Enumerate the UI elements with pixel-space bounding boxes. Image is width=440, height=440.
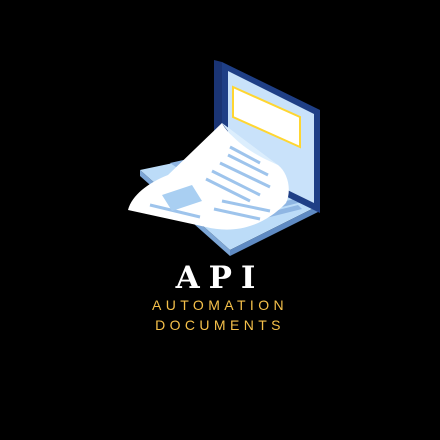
paper-shadow xyxy=(222,123,278,165)
paper-text-lines xyxy=(149,145,271,221)
brand-subtitle-line2: DOCUMENTS xyxy=(155,317,285,333)
brand-subtitle-line1: AUTOMATION xyxy=(151,297,289,313)
brand-title: API xyxy=(175,260,265,296)
laptop-base-edge-right xyxy=(230,205,320,256)
paper-image-block xyxy=(162,185,202,211)
screen-highlight-field xyxy=(232,85,301,149)
laptop-document-icon xyxy=(128,60,320,256)
